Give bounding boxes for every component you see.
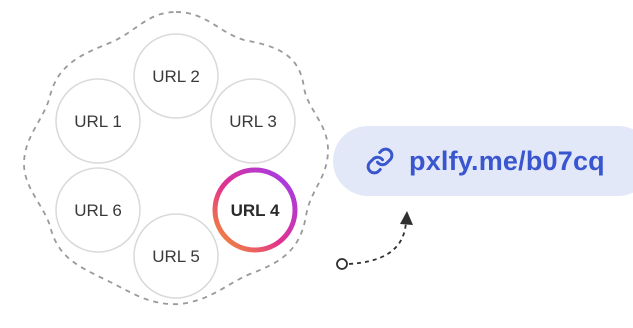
url-node-2: URL 2	[133, 33, 219, 119]
url-node-5: URL 5	[133, 213, 219, 299]
connector-arrow	[348, 221, 407, 265]
url-node-6-label: URL 6	[74, 201, 122, 220]
url-node-3: URL 3	[210, 78, 296, 164]
url-node-6: URL 6	[55, 167, 141, 253]
short-link-text[interactable]: pxlfy.me/b07cq	[409, 145, 605, 176]
url-node-4-label: URL 4	[231, 201, 280, 220]
short-link-pill[interactable]: pxlfy.me/b07cq	[333, 126, 633, 196]
url-node-2-label: URL 2	[152, 67, 200, 86]
url-node-3-label: URL 3	[229, 112, 277, 131]
url-node-1: URL 1	[55, 78, 141, 164]
url-node-1-label: URL 1	[74, 112, 122, 131]
url-node-4-active: URL 4	[212, 167, 298, 253]
connector-origin-dot	[336, 258, 348, 270]
arrow-head-icon	[400, 211, 413, 225]
link-icon	[365, 146, 395, 176]
url-node-5-label: URL 5	[152, 247, 200, 266]
